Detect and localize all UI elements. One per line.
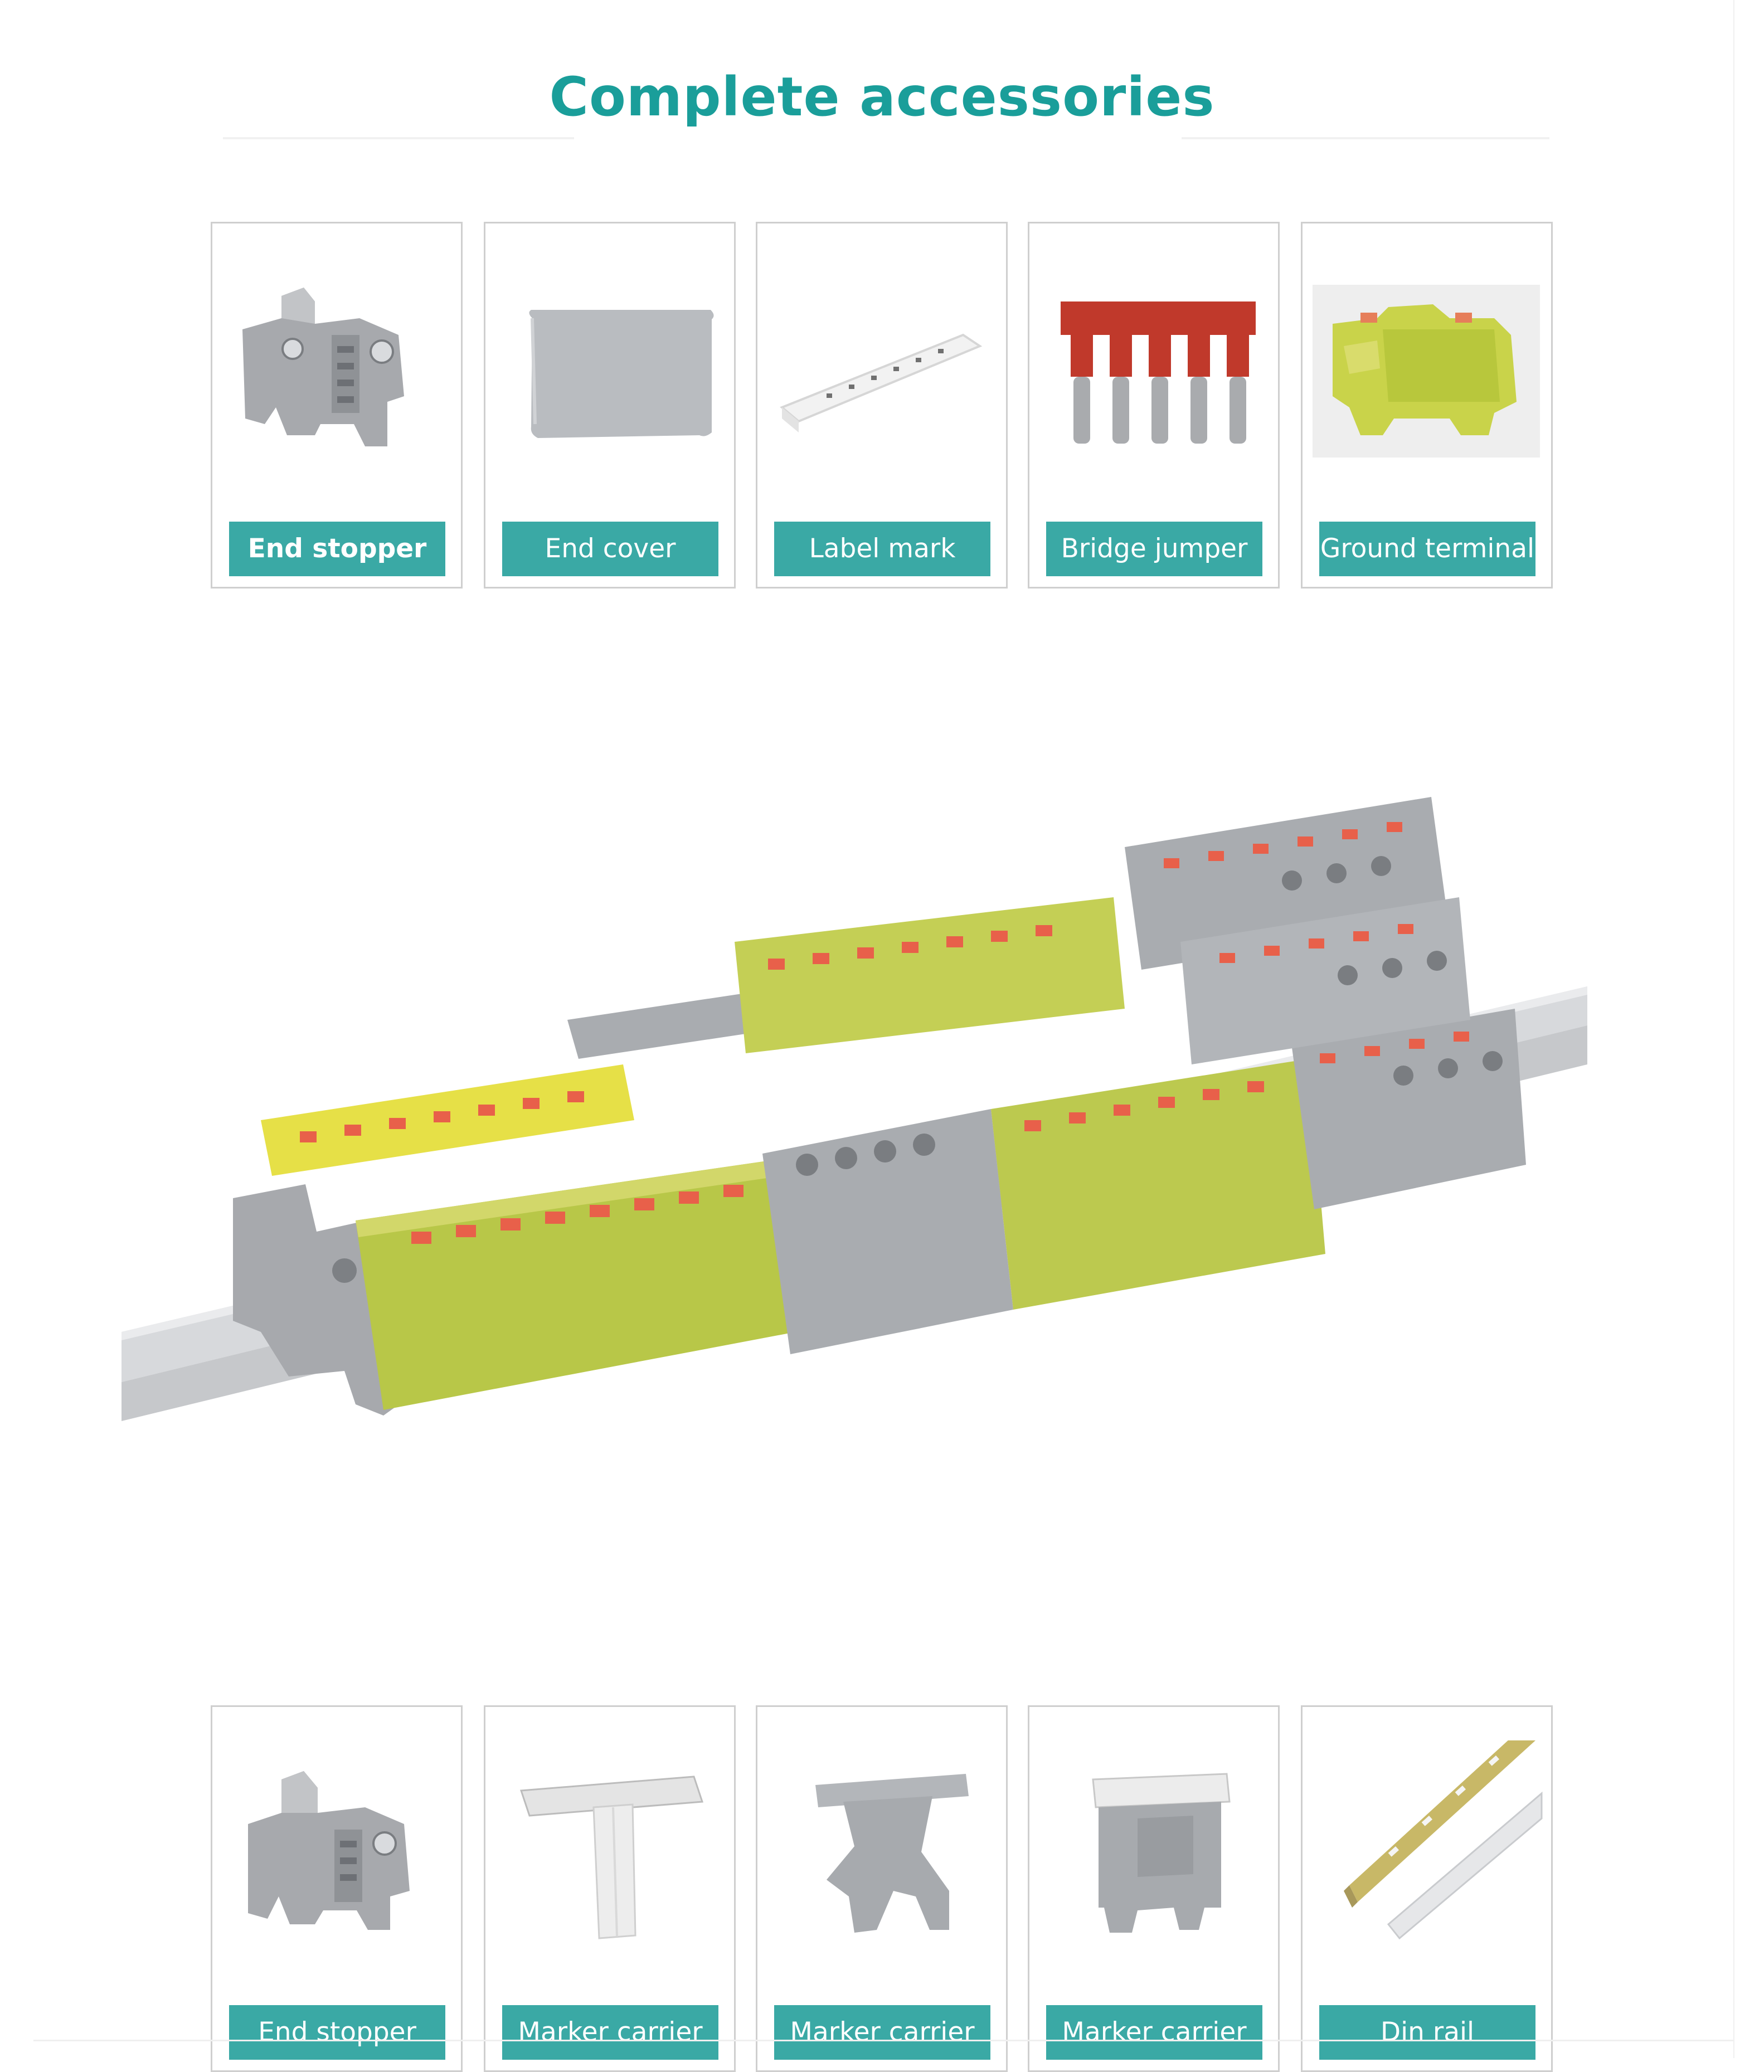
accessory-card-marker-carrier-2[interactable]: Marker carrier (756, 1705, 1008, 2072)
accessory-card-marker-carrier-3[interactable]: Marker carrier (1028, 1705, 1280, 2072)
card-label: Label mark (774, 522, 990, 576)
accessory-card-end-stopper[interactable]: End stopper (211, 222, 463, 588)
end-stopper-icon (242, 288, 404, 446)
accessory-card-bridge-jumper[interactable]: Bridge jumper (1028, 222, 1280, 588)
card-label: Marker carrier (774, 2005, 990, 2060)
accessory-card-end-cover[interactable]: End cover (484, 222, 736, 588)
card-label: Ground terminal (1319, 522, 1535, 576)
accessory-card-label-mark[interactable]: Label mark (756, 222, 1008, 588)
card-label: Marker carrier (502, 2005, 718, 2060)
end-cover-icon (529, 310, 714, 438)
end-stopper-icon (248, 1771, 410, 1930)
marker-carrier-icon (815, 1774, 969, 1933)
card-label: Marker carrier (1046, 2005, 1262, 2060)
bottom-divider (33, 2040, 1733, 2041)
ground-terminal-icon (1313, 285, 1540, 458)
page-edge-line (1733, 0, 1734, 2058)
page-title: Complete accessories (549, 66, 1215, 128)
card-label: End cover (502, 522, 718, 576)
card-label: End stopper (229, 2005, 445, 2060)
terminal-block-assembly-photo (122, 797, 1587, 1421)
bridge-jumper-icon (1061, 301, 1256, 444)
card-label: End stopper (229, 522, 445, 576)
accessory-card-din-rail[interactable]: Din rail (1301, 1705, 1553, 2072)
accessory-card-end-stopper-2[interactable]: End stopper (211, 1705, 463, 2072)
title-divider-right (1182, 137, 1549, 139)
card-label: Din rail (1319, 2005, 1535, 2060)
accessory-card-ground-terminal[interactable]: Ground terminal (1301, 222, 1553, 588)
marker-carrier-icon (519, 1776, 704, 1939)
card-label: Bridge jumper (1046, 522, 1262, 576)
accessory-card-marker-carrier-1[interactable]: Marker carrier (484, 1705, 736, 2072)
title-divider-left (223, 137, 574, 139)
marker-carrier-icon (1092, 1773, 1231, 1933)
din-rail-icon (1344, 1740, 1543, 1940)
label-mark-icon (780, 333, 983, 432)
